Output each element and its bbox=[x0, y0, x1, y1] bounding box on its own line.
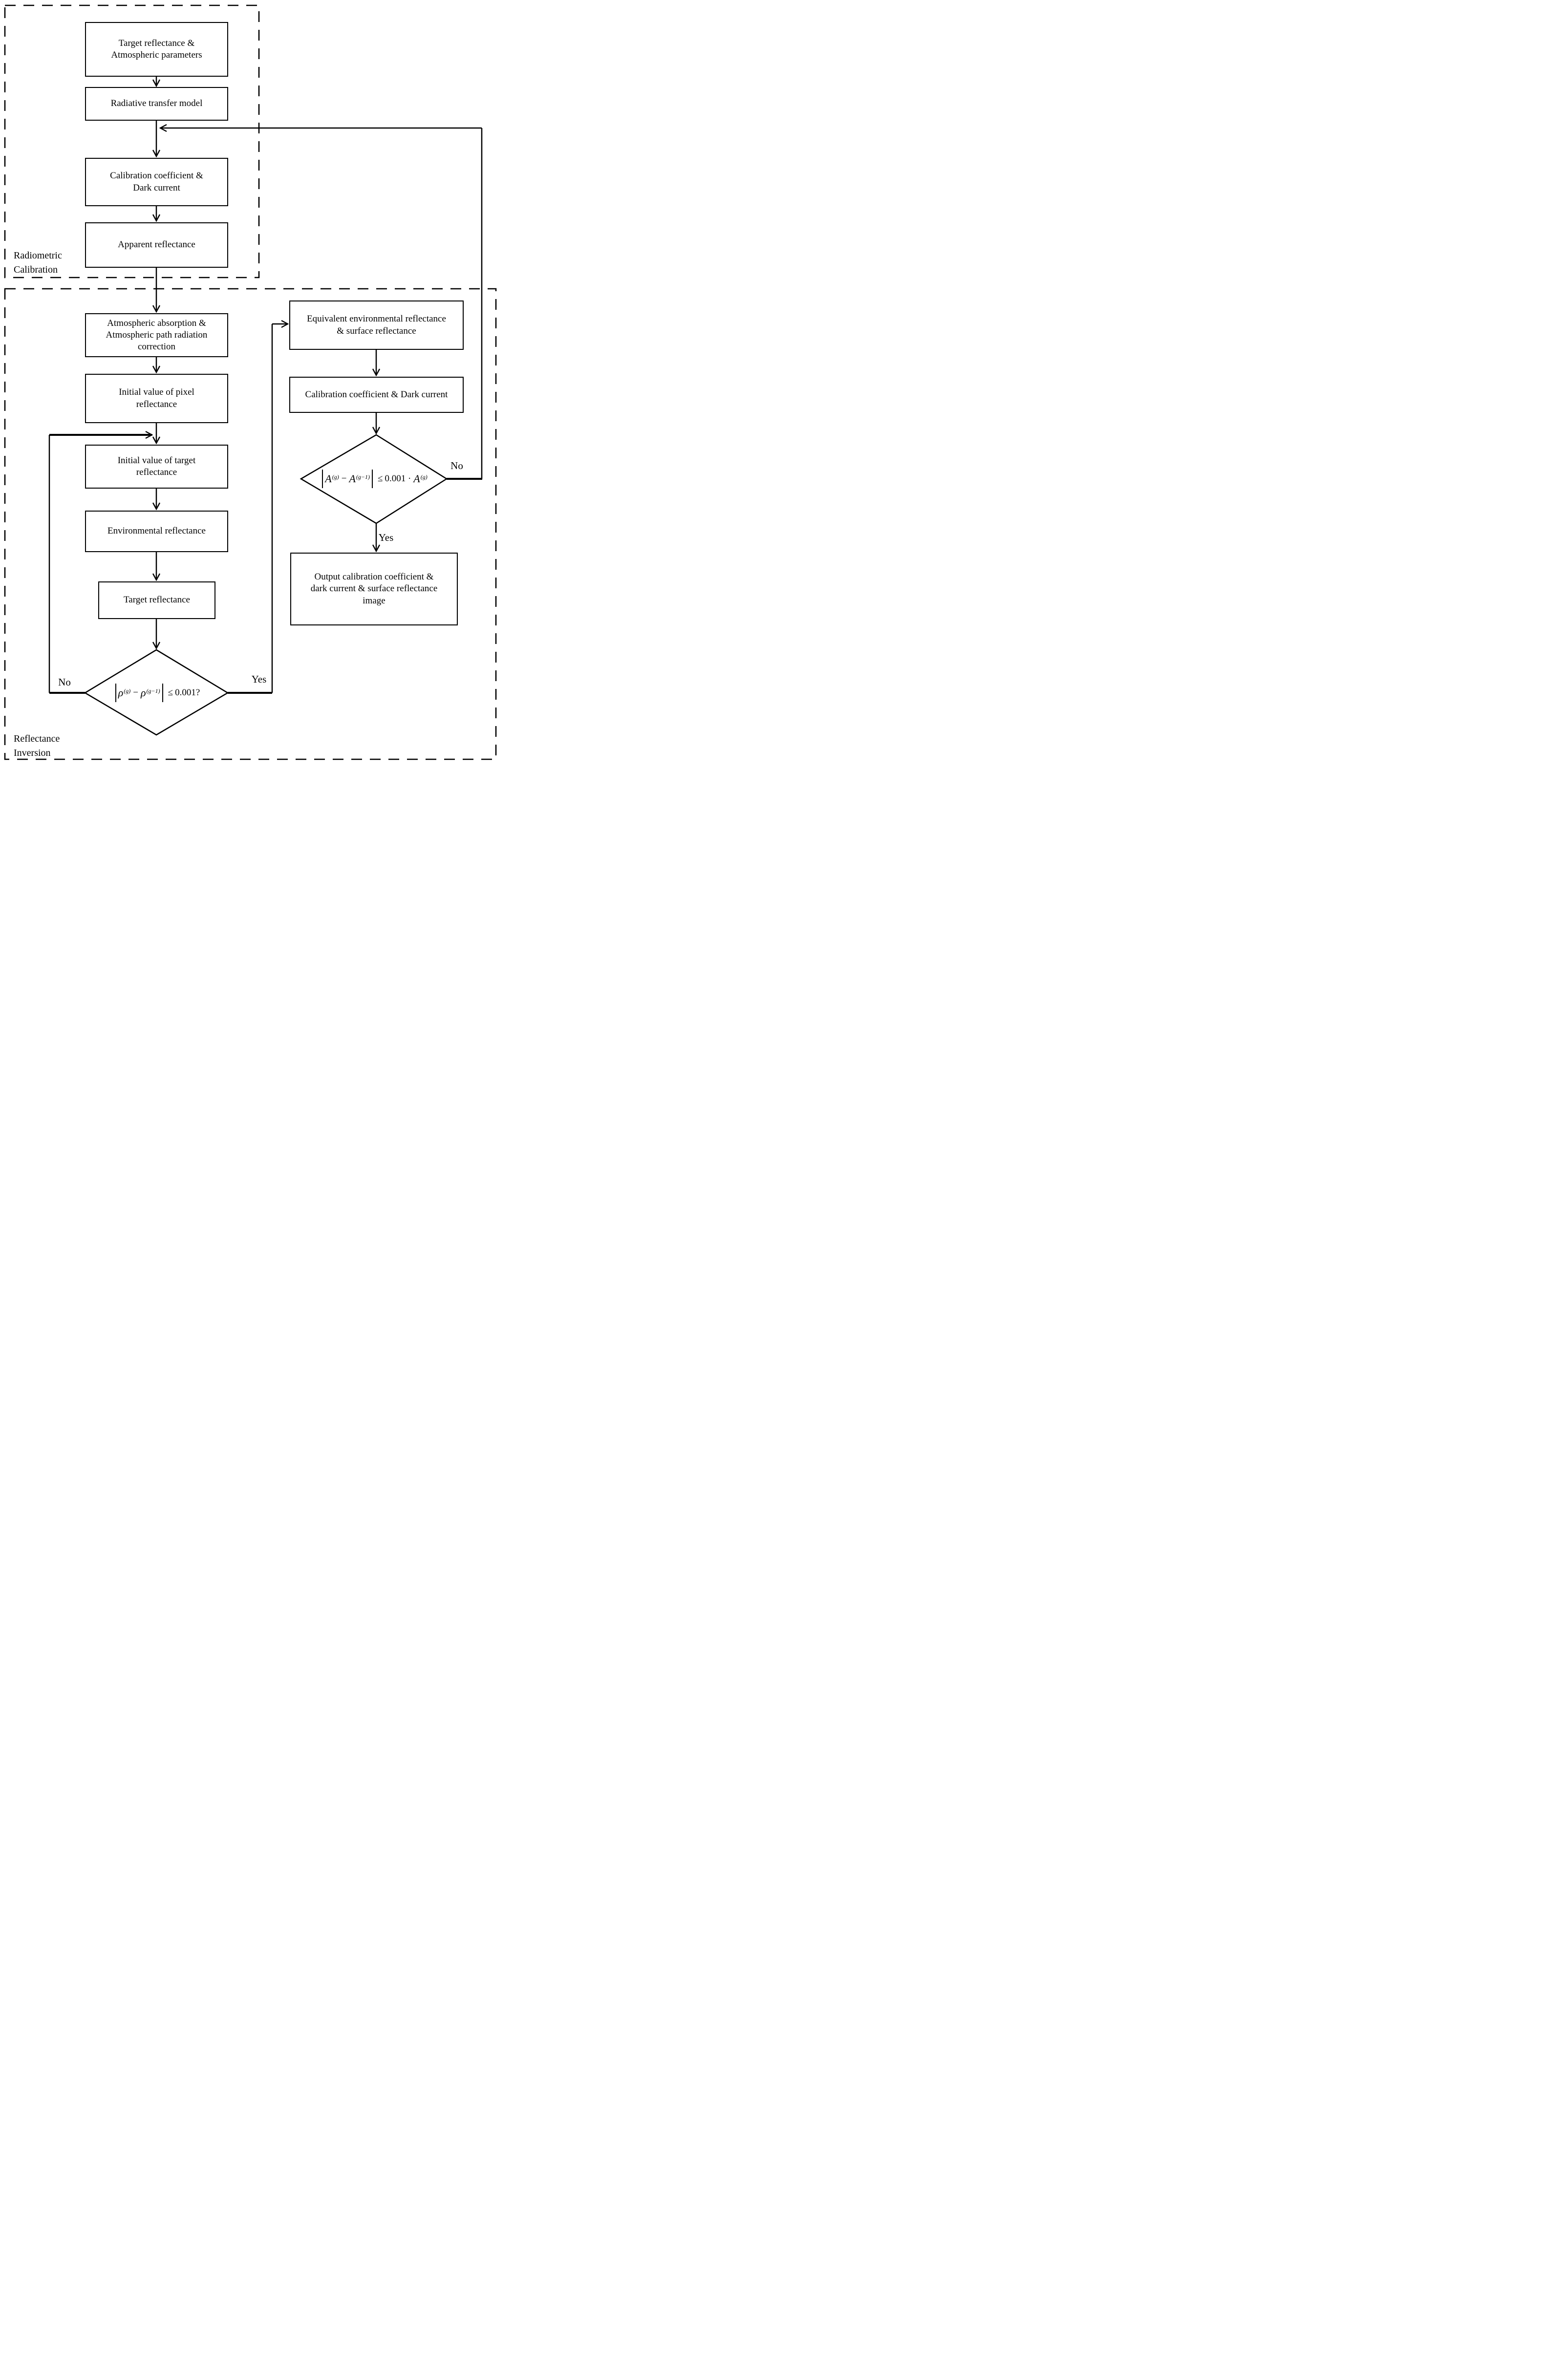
rho-current: ρ bbox=[118, 686, 124, 699]
box-equivalent-environmental-reflectance: Equivalent environmental reflectance & s… bbox=[289, 300, 464, 350]
abs-bar-close-A bbox=[372, 470, 373, 488]
A-previous: A bbox=[349, 472, 356, 485]
A-previous-exponent: (g−1) bbox=[356, 473, 370, 480]
flowchart-connectors bbox=[4, 4, 497, 760]
box-initial-value-pixel-reflectance: Initial value of pixel reflectance bbox=[85, 374, 228, 423]
decision-formula-A: A(g)−A(g−1)≤0.001 ·A(g) bbox=[298, 463, 450, 494]
minus-operator: − bbox=[133, 687, 138, 698]
A-current: A bbox=[325, 472, 332, 485]
decision-formula-rho: ρ(g)−ρ(g−1)≤0.001? bbox=[85, 677, 228, 708]
abs-bar-close bbox=[162, 684, 163, 702]
leq-operator: ≤ bbox=[168, 687, 173, 698]
box-atmospheric-correction: Atmospheric absorption & Atmospheric pat… bbox=[85, 313, 228, 357]
label-no-rho: No bbox=[58, 676, 71, 688]
box-calibration-coefficient-dark-current-2: Calibration coefficient & Dark current bbox=[289, 377, 464, 413]
box-apparent-reflectance: Apparent reflectance bbox=[85, 222, 228, 268]
box-output-result: Output calibration coefficient & dark cu… bbox=[290, 553, 458, 625]
box-radiative-transfer-model: Radiative transfer model bbox=[85, 87, 228, 121]
leq-operator-A: ≤ bbox=[378, 473, 383, 484]
minus-operator-A: − bbox=[341, 473, 347, 484]
decision-diamond-rho bbox=[84, 649, 229, 736]
box-initial-value-target-reflectance: Initial value of target reflectance bbox=[85, 445, 228, 489]
flowchart-canvas: Target reflectance & Atmospheric paramet… bbox=[0, 0, 500, 762]
inversion-line2: Inversion bbox=[14, 748, 51, 758]
A-threshold-exponent: (g) bbox=[420, 473, 428, 480]
label-yes-rho: Yes bbox=[251, 673, 267, 685]
radiometric-calibration-boundary bbox=[4, 4, 260, 279]
decision-diamond-A bbox=[300, 434, 448, 524]
reflectance-inversion-boundary bbox=[4, 288, 497, 760]
box-target-reflectance: Target reflectance bbox=[98, 581, 215, 619]
abs-bar-open-A bbox=[322, 470, 323, 488]
box-environmental-reflectance: Environmental reflectance bbox=[85, 511, 228, 552]
rho-previous: ρ bbox=[141, 686, 146, 699]
rho-threshold: 0.001? bbox=[175, 687, 200, 698]
A-threshold-var: A bbox=[413, 472, 420, 485]
A-current-exponent: (g) bbox=[332, 473, 339, 480]
A-threshold: 0.001 · bbox=[385, 473, 411, 484]
abs-bar-open bbox=[115, 684, 116, 702]
label-no-A: No bbox=[450, 459, 463, 472]
box-calibration-coefficient-dark-current: Calibration coefficient & Dark current bbox=[85, 158, 228, 206]
inversion-line1: Reflectance bbox=[14, 733, 60, 744]
box-target-reflectance-atmospheric-parameters: Target reflectance & Atmospheric paramet… bbox=[85, 22, 228, 77]
radiometric-line2: Calibration bbox=[14, 264, 58, 275]
rho-current-exponent: (g) bbox=[124, 687, 131, 694]
rho-previous-exponent: (g−1) bbox=[146, 687, 160, 694]
radiometric-line1: Radiometric bbox=[14, 250, 62, 261]
label-yes-A: Yes bbox=[378, 531, 394, 543]
